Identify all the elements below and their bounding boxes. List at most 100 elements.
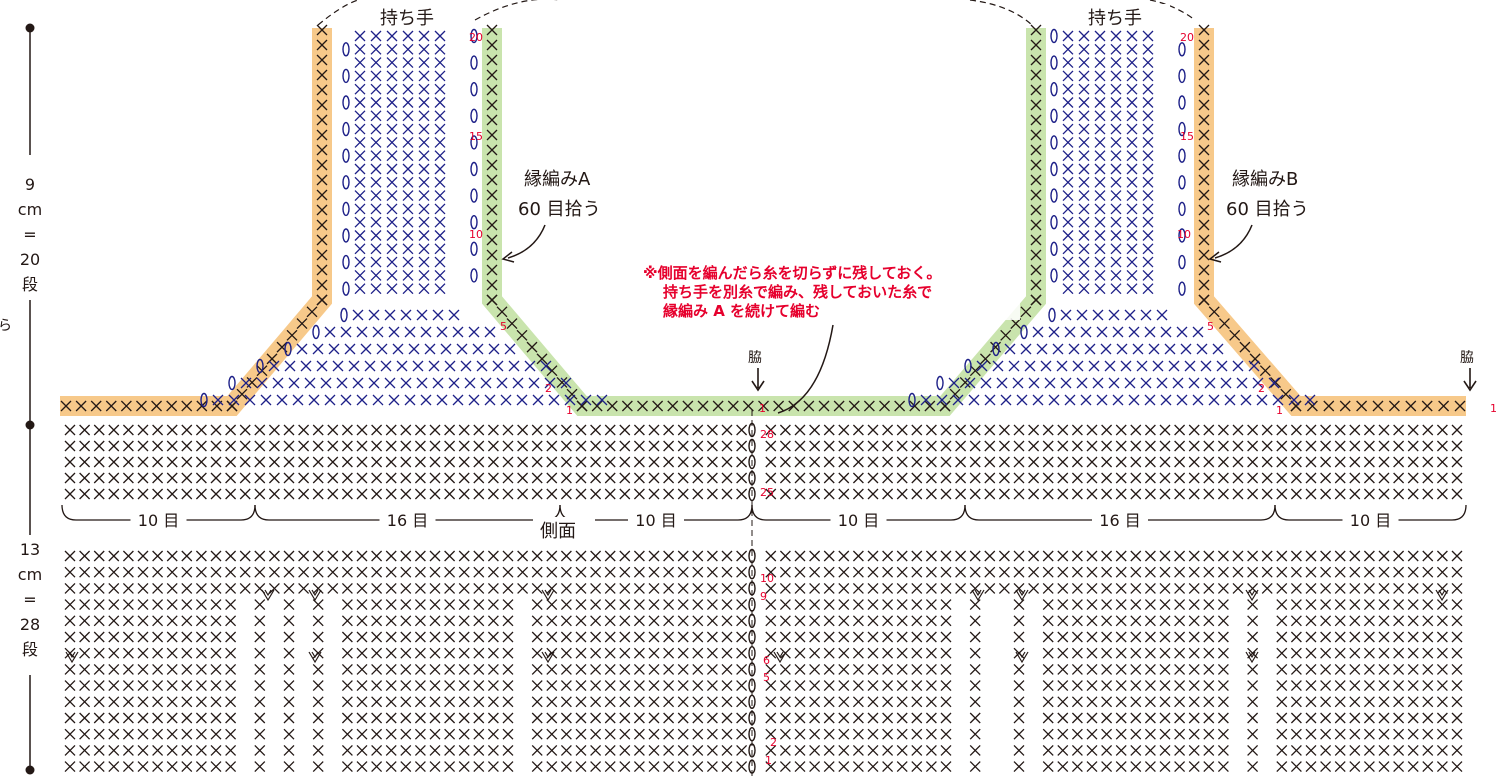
body-stitch — [1247, 631, 1259, 643]
body-stitch — [1042, 615, 1054, 627]
body-stitch — [312, 631, 324, 643]
body-stitch — [385, 712, 397, 724]
handle-stitch — [434, 269, 446, 281]
handle-stitch — [284, 360, 296, 372]
body-stitch — [663, 566, 675, 578]
body-stitch — [152, 550, 164, 562]
body-stitch — [210, 696, 222, 708]
body-stitch — [327, 456, 339, 468]
band-stitch — [606, 400, 618, 412]
body-stitch — [604, 712, 616, 724]
handle-stitch — [1078, 163, 1090, 175]
body-stitch — [210, 647, 222, 659]
body-stitch — [1276, 680, 1288, 692]
handle-stitch — [1078, 243, 1090, 255]
body-stitch — [166, 488, 178, 500]
increase-stitch — [308, 589, 322, 602]
body-stitch — [1071, 566, 1083, 578]
band-stitch — [758, 400, 769, 412]
body-stitch — [1013, 472, 1025, 484]
handle-stitch — [1110, 97, 1122, 108]
body-stitch — [1334, 456, 1346, 468]
body-stitch — [1086, 456, 1098, 468]
body-stitch — [838, 631, 850, 643]
body-stitch — [633, 631, 645, 643]
band-stitch — [667, 400, 679, 412]
body-stitch — [64, 456, 76, 468]
body-stitch — [1130, 566, 1142, 578]
body-stitch — [1451, 696, 1463, 708]
body-stitch — [765, 488, 777, 500]
body-stitch — [706, 456, 718, 468]
body-stitch — [706, 696, 718, 708]
note-line-2: 持ち手を別糸で編み、残しておいた糸で — [663, 283, 932, 301]
body-stitch — [1349, 472, 1361, 484]
body-stitch — [517, 582, 529, 594]
body-stitch — [1028, 472, 1040, 484]
body-stitch — [721, 440, 733, 452]
body-stitch — [1217, 712, 1229, 724]
body-stitch — [531, 488, 543, 500]
body-stitch — [1334, 615, 1346, 627]
handle-stitch — [1062, 216, 1074, 228]
body-stitch — [721, 647, 733, 659]
body-stitch — [1305, 424, 1317, 436]
body-stitch — [137, 456, 149, 468]
body-stitch — [896, 550, 908, 562]
body-stitch — [648, 488, 660, 500]
body-stitch — [692, 761, 704, 773]
body-stitch — [502, 615, 514, 627]
body-stitch — [122, 472, 134, 484]
body-stitch — [677, 647, 689, 659]
band-stitch — [1030, 204, 1042, 216]
band-stitch — [1000, 329, 1012, 341]
handle-chain — [256, 358, 264, 374]
band-stitch — [1198, 114, 1210, 126]
body-stitch — [356, 663, 368, 675]
handle-chain — [992, 341, 1000, 357]
increase-stitch — [1435, 589, 1449, 602]
handle-stitch — [386, 83, 398, 95]
handle-stitch — [1094, 216, 1106, 228]
handle-stitch — [432, 309, 444, 321]
body-stitch — [969, 550, 981, 562]
body-stitch — [1130, 696, 1142, 708]
body-stitch — [166, 712, 178, 724]
handle-stitch — [402, 203, 414, 215]
body-stitch — [108, 647, 120, 659]
handle-chain — [342, 228, 350, 243]
handle-stitch — [354, 283, 366, 295]
body-stitch — [1203, 712, 1215, 724]
body-stitch — [663, 761, 675, 773]
body-stitch — [225, 566, 237, 578]
body-stitch — [225, 550, 237, 562]
body-stitch — [341, 761, 353, 773]
handle-stitch — [340, 326, 352, 338]
handle-stitch — [1110, 43, 1122, 55]
body-stitch — [137, 615, 149, 627]
body-stitch — [663, 647, 675, 659]
body-stitch — [1217, 696, 1229, 708]
band-stitch — [486, 54, 498, 66]
body-stitch — [692, 599, 704, 611]
handle-stitch — [540, 360, 552, 372]
body-stitch — [984, 456, 996, 468]
body-stitch — [867, 663, 879, 675]
body-stitch — [955, 472, 967, 484]
handle-stitch — [1062, 123, 1074, 135]
body-stitch — [1407, 582, 1419, 594]
body-stitch — [1407, 550, 1419, 562]
body-stitch — [371, 663, 383, 675]
body-stitch — [1217, 761, 1229, 773]
handle-stitch — [272, 377, 284, 389]
body-stitch — [633, 424, 645, 436]
handle-stitch — [1176, 394, 1188, 406]
body-stitch — [79, 615, 91, 627]
body-stitch — [1101, 615, 1113, 627]
body-stitch — [575, 599, 587, 611]
body-stitch — [590, 712, 602, 724]
body-stitch — [809, 550, 821, 562]
handle-stitch — [920, 394, 932, 406]
body-stitch — [604, 599, 616, 611]
handle-stitch — [1164, 343, 1176, 355]
